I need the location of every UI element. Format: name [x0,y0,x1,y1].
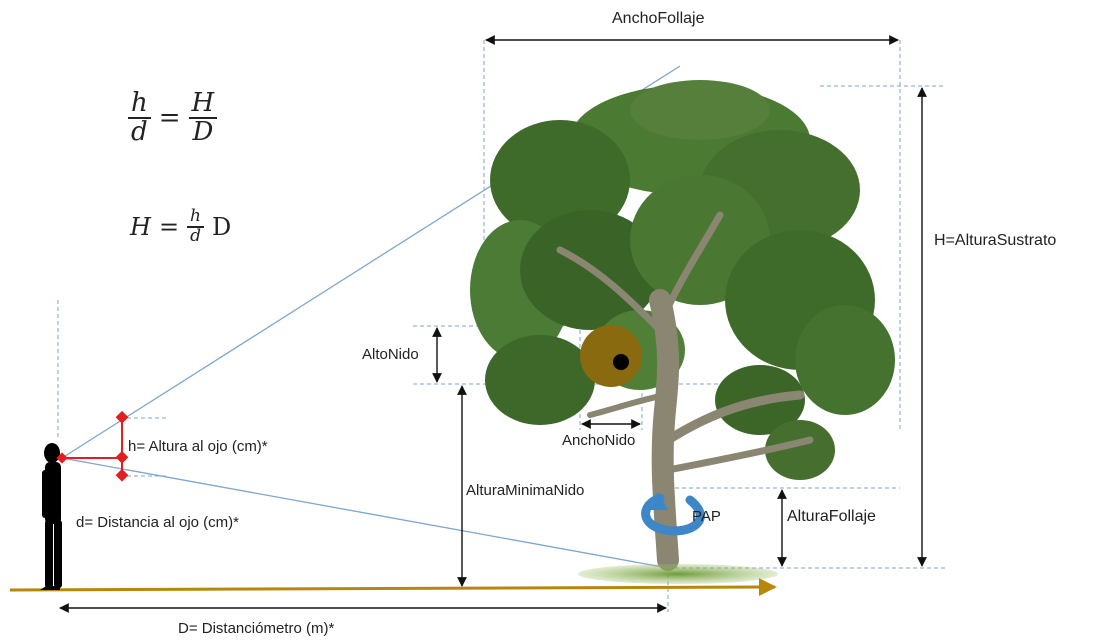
distancia-ojo-label: d= Distancia al ojo (cm)* [76,514,239,531]
equation-height-d: d [187,228,204,246]
fraction-h-over-d: h d [128,90,151,147]
altura-sustrato-label: H=AlturaSustrato [934,232,1056,250]
ground-line [10,587,775,590]
equation-ratio-d: d [128,119,151,146]
grass-tuft [578,564,778,584]
equation-ratio-H: H [189,90,218,117]
equation-ratio-D: D [189,119,216,146]
pap-label: PAP [692,508,721,525]
fraction-h-over-d-small: h d [187,208,204,246]
equation-height-equals: = [159,213,179,241]
equation-height-D: D [212,213,231,241]
eye-height-marker [58,412,127,480]
fraction-H-over-D: H D [189,90,218,147]
altura-ojo-label: h= Altura al ojo (cm)* [128,438,268,455]
ancho-follaje-label: AnchoFollaje [612,10,705,28]
altura-follaje-label: AlturaFollaje [787,508,876,526]
alto-nido-label: AltoNido [362,346,419,363]
equation-ratio-h: h [128,90,151,117]
distanciometro-label: D= Distanciómetro (m)* [178,620,334,637]
equation-height-h: h [187,208,204,226]
equation-height: H = h d D [130,208,231,246]
equation-height-H: H [130,213,151,241]
equation-ratio: h d = H D [128,90,217,147]
ancho-nido-label: AnchoNido [562,432,635,449]
equation-ratio-equals: = [159,103,181,133]
person-silhouette [40,443,62,590]
nest [580,325,642,387]
altura-minima-nido-label: AlturaMinimaNido [466,482,584,499]
